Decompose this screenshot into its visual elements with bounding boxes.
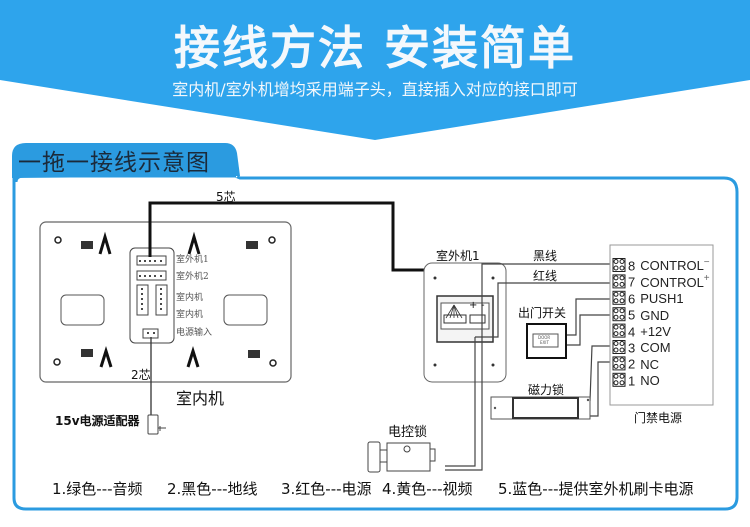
terminal-name: +12V	[640, 323, 671, 339]
exit-switch	[526, 323, 567, 359]
legend-item: 2.黑色---地线	[167, 480, 258, 498]
terminal-block-icon	[612, 372, 626, 387]
outdoor-unit	[423, 262, 507, 383]
adapter-label: 15v电源适配器	[55, 414, 140, 428]
terminal-block-icon	[612, 290, 626, 305]
terminal-name: COM	[640, 340, 671, 356]
port-label: 室内机	[176, 310, 204, 320]
port-label: 室外机1	[176, 255, 209, 265]
cable-2core-label: 2芯	[131, 368, 151, 382]
port-label: 电源输入	[176, 328, 213, 338]
port-label: 室外机2	[176, 272, 209, 282]
access-power-label: 门禁电源	[634, 411, 683, 425]
terminal-block-icon	[612, 323, 626, 338]
terminal-number: 1	[628, 373, 636, 389]
section-title: 一拖一接线示意图	[18, 150, 210, 176]
indoor-unit-label: 室内机	[176, 389, 225, 408]
power-adapter-icon	[147, 414, 166, 435]
terminal-number: 8	[628, 258, 636, 274]
cable-5core-label: 5芯	[216, 190, 236, 204]
terminal-sign: −	[703, 257, 710, 268]
terminal-number: 6	[628, 291, 636, 307]
polarity-plus: +	[469, 300, 478, 311]
page-title: 接线方法 安装简单	[173, 21, 576, 75]
terminal-block-icon	[612, 307, 626, 322]
magnetic-lock	[490, 396, 591, 420]
electric-lock	[367, 441, 436, 473]
terminal-number: 3	[628, 340, 636, 356]
terminal-block-icon	[612, 356, 626, 371]
legend-item: 5.蓝色---提供室外机刷卡电源	[498, 480, 694, 498]
magnetic-lock-label: 磁力锁	[528, 383, 565, 397]
legend-item: 1.绿色---音频	[52, 480, 143, 498]
exit-button-text: EXIT	[540, 340, 549, 345]
indoor-unit	[39, 221, 292, 383]
electric-lock-label: 电控锁	[388, 425, 428, 440]
polarity-minus: -	[481, 300, 485, 311]
outdoor-unit-label: 室外机1	[436, 249, 480, 263]
terminal-name: PUSH1	[640, 291, 684, 307]
terminal-name: NO	[640, 373, 660, 389]
red-wire-label: 红线	[533, 269, 558, 283]
access-power-box	[609, 244, 714, 406]
terminal-number: 4	[628, 323, 636, 339]
terminal-sign: +	[703, 273, 710, 285]
terminal-name: CONTROL	[640, 258, 704, 274]
terminal-number: 7	[628, 274, 636, 290]
port-label: 室内机	[176, 293, 204, 303]
exit-switch-label: 出门开关	[518, 306, 567, 320]
terminal-name: GND	[640, 307, 670, 323]
terminal-block-icon	[612, 340, 626, 354]
legend-item: 3.红色---电源	[281, 480, 372, 498]
legend-item: 4.黄色---视频	[382, 480, 473, 498]
terminal-block-icon	[612, 274, 626, 289]
terminal-name: NC	[640, 356, 660, 372]
header-banner	[0, 0, 750, 140]
exit-button-text: DOOR	[538, 335, 551, 340]
terminal-block-icon	[612, 258, 626, 272]
page-subtitle: 室内机/室外机增均采用端子头，直接插入对应的接口即可	[172, 80, 578, 99]
terminal-number: 2	[628, 356, 636, 372]
black-wire-label: 黑线	[533, 249, 558, 263]
terminal-number: 5	[628, 307, 636, 323]
terminal-row: 4+12V	[628, 323, 671, 339]
terminal-name: CONTROL	[640, 274, 704, 290]
